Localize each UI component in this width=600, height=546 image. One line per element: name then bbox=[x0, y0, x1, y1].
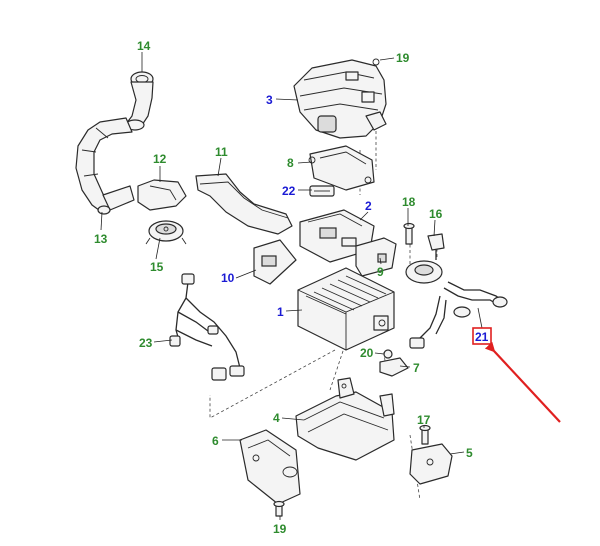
part-20-clip bbox=[383, 349, 393, 359]
callout-5: 5 bbox=[466, 446, 473, 460]
callout-10: 10 bbox=[221, 271, 235, 285]
callout-20: 20 bbox=[360, 346, 374, 360]
callout-13: 13 bbox=[94, 232, 108, 246]
part-1-main-unit bbox=[297, 267, 395, 351]
callout-7: 7 bbox=[413, 361, 420, 375]
part-13-air-hose bbox=[75, 117, 135, 215]
part-18-bolt bbox=[403, 222, 415, 245]
callout-15: 15 bbox=[150, 260, 164, 274]
part-6-side-bracket bbox=[239, 429, 301, 505]
callout-18: 18 bbox=[402, 195, 416, 209]
callout-12: 12 bbox=[153, 152, 167, 166]
callout-8: 8 bbox=[287, 156, 294, 170]
callout-3: 3 bbox=[266, 93, 273, 107]
part-21-wiring-harness bbox=[409, 281, 508, 349]
callout-2: 2 bbox=[365, 199, 372, 213]
part-15-fan-motor bbox=[145, 220, 187, 245]
part-7-bracket bbox=[379, 357, 409, 377]
callout-19-top: 19 bbox=[396, 51, 410, 65]
part-14-inlet-elbow bbox=[125, 71, 154, 131]
part-17-stud bbox=[419, 424, 431, 445]
pointer-arrow bbox=[484, 341, 561, 423]
callout-16: 16 bbox=[429, 207, 443, 221]
part-11-duct bbox=[195, 173, 293, 235]
leader-lines bbox=[100, 52, 483, 520]
part-16-sensor bbox=[427, 233, 445, 260]
callout-11: 11 bbox=[215, 145, 228, 159]
callout-17: 17 bbox=[417, 413, 431, 427]
part-5-bracket bbox=[409, 443, 453, 485]
part-23-wiring-loom bbox=[169, 273, 245, 381]
callout-22: 22 bbox=[282, 184, 296, 198]
part-8-plate bbox=[308, 145, 375, 191]
callout-23: 23 bbox=[139, 336, 153, 350]
part-4-lower-tray bbox=[295, 377, 395, 461]
callout-21-highlight-box bbox=[472, 327, 492, 345]
part-22-clip bbox=[309, 185, 335, 197]
callout-14: 14 bbox=[137, 39, 151, 53]
callout-21: 21 bbox=[475, 330, 489, 344]
callout-4: 4 bbox=[273, 411, 280, 425]
callout-9: 9 bbox=[377, 265, 384, 279]
part-3-upper-unit bbox=[293, 58, 387, 139]
part-fan-wheel bbox=[405, 260, 443, 284]
part-12-bracket bbox=[137, 179, 187, 211]
callout-6: 6 bbox=[212, 434, 219, 448]
part-19-bolt bbox=[273, 500, 285, 517]
callout-1: 1 bbox=[277, 305, 284, 319]
callout-labels: 14 19 3 12 11 8 22 2 18 16 13 15 9 10 1 … bbox=[94, 39, 489, 536]
callout-19-bottom: 19 bbox=[273, 522, 287, 536]
part-10-bracket bbox=[253, 239, 297, 285]
part-9-cover bbox=[355, 237, 397, 277]
